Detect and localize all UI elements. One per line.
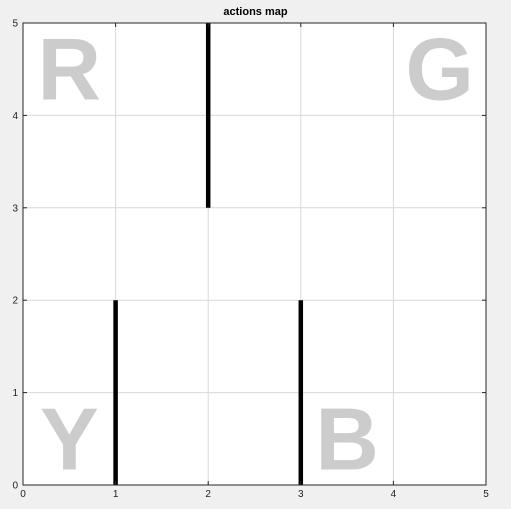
walls — [113, 23, 304, 485]
y-tick-label: 2 — [12, 296, 18, 307]
location-label-g: G — [405, 20, 473, 119]
y-tick-label: 3 — [12, 203, 18, 214]
location-label-b: B — [315, 389, 379, 488]
x-tick-label: 3 — [298, 489, 304, 500]
location-label-y: Y — [40, 389, 99, 488]
location-label-r: R — [38, 20, 102, 119]
x-tick-label: 2 — [205, 489, 211, 500]
y-tick-label: 1 — [12, 388, 18, 399]
y-tick-label: 0 — [12, 481, 18, 492]
x-tick-label: 1 — [113, 489, 119, 500]
chart-title: actions map — [223, 6, 288, 18]
x-tick-label: 4 — [391, 489, 397, 500]
location-labels: R G Y B — [38, 20, 474, 489]
x-tick-label: 5 — [483, 489, 489, 500]
x-tick-label: 0 — [20, 489, 26, 500]
axis-ticks: 0 1 2 3 4 5 0 1 2 3 4 5 — [12, 19, 489, 501]
y-tick-label: 5 — [12, 19, 18, 30]
plot-frame — [22, 22, 487, 486]
y-tick-label: 4 — [12, 111, 18, 122]
plot-area — [23, 23, 486, 485]
